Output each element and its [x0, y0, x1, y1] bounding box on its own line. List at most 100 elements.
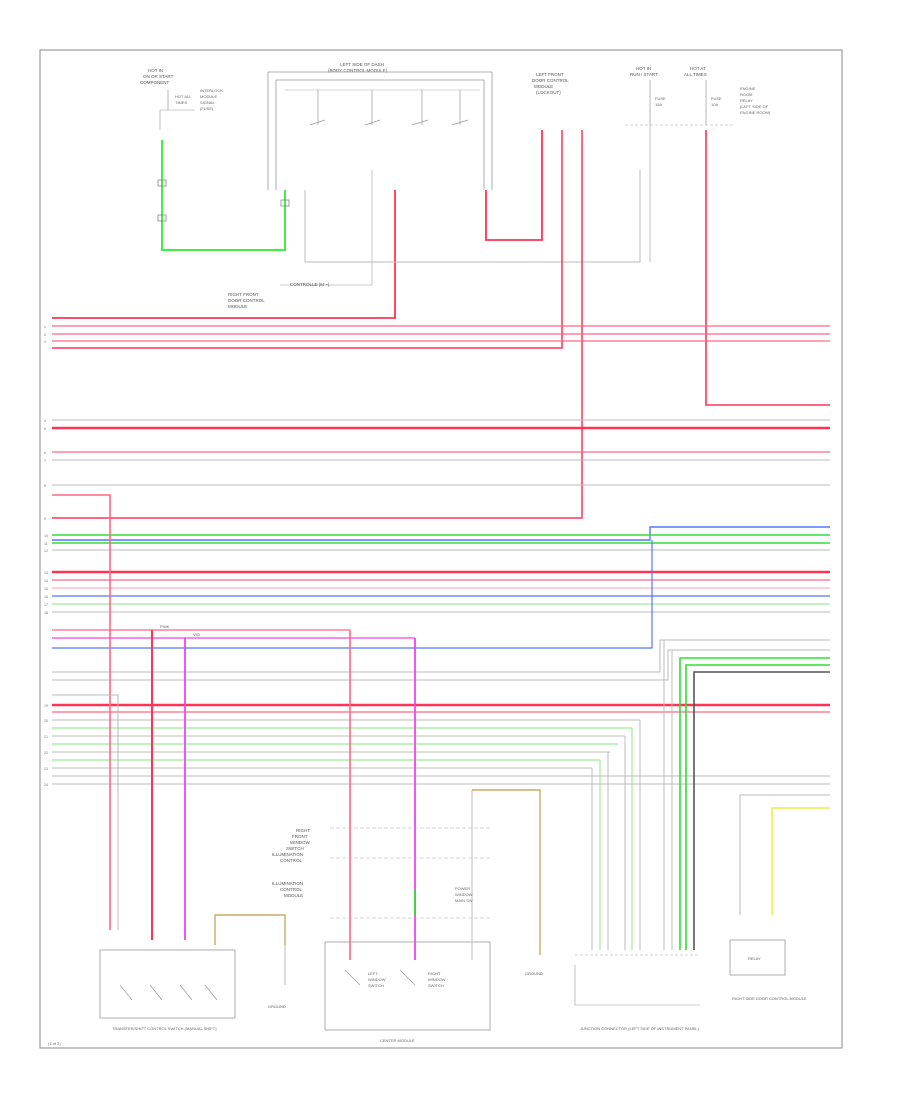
svg-text:15: 15	[44, 587, 48, 591]
svg-text:RUN / START: RUN / START	[630, 72, 658, 77]
wire-red-rc-3	[52, 130, 583, 519]
top-right-fuses: HOT IN RUN / START HOT AT ALL TIMES FUSE…	[625, 66, 771, 126]
svg-text:(BODY CONTROL MODULE): (BODY CONTROL MODULE)	[328, 68, 388, 73]
svg-text:CONTROLLE (M ~): CONTROLLE (M ~)	[290, 282, 330, 287]
center-module: RIGHT FRONT WINDOW SWITCH ILLUMINATION C…	[272, 827, 491, 1043]
svg-text:RIGHT: RIGHT	[428, 971, 441, 976]
wire-gray-center-left	[304, 170, 641, 263]
svg-text:SIGNAL: SIGNAL	[200, 100, 215, 105]
svg-text:POWER: POWER	[455, 886, 470, 891]
svg-text:13: 13	[44, 571, 48, 575]
wire-tan-center	[472, 789, 541, 955]
svg-text:MODULE: MODULE	[200, 94, 217, 99]
svg-text:TIMES: TIMES	[175, 100, 188, 105]
wire-gray-rm	[739, 794, 830, 915]
svg-text:2: 2	[44, 333, 46, 337]
svg-text:FRONT: FRONT	[292, 834, 308, 839]
center-module-label: CENTER MODULE	[380, 1038, 415, 1043]
svg-text:22: 22	[44, 751, 48, 755]
svg-text:20: 20	[44, 719, 48, 723]
svg-text:DOOR CONTROL: DOOR CONTROL	[532, 78, 569, 83]
svg-text:HOT IN: HOT IN	[636, 66, 651, 71]
transfer-switch: TRANSFER/SHIFT CONTROL SWITCH (MANUAL SH…	[99, 949, 236, 1031]
svg-text:9: 9	[44, 517, 46, 521]
svg-text:SWITCH: SWITCH	[368, 983, 384, 988]
wire-red-center-drop	[52, 190, 396, 319]
svg-text:12: 12	[44, 549, 48, 553]
svg-text:DOOR CONTROL: DOOR CONTROL	[228, 298, 265, 303]
diagram-frame	[39, 49, 843, 1049]
junction-block: JUNCTION CONNECTOR (LEFT SIDE OF INSTRUM…	[574, 954, 700, 1031]
svg-text:WINDOW: WINDOW	[368, 977, 386, 982]
svg-text:10A: 10A	[711, 102, 718, 107]
svg-text:7: 7	[44, 459, 46, 463]
svg-text:CONTROL: CONTROL	[280, 858, 302, 863]
svg-text:WINDOW: WINDOW	[455, 892, 473, 897]
svg-text:SWITCH: SWITCH	[428, 983, 444, 988]
svg-text:FUSE: FUSE	[655, 96, 666, 101]
svg-text:(LOCKOUT): (LOCKOUT)	[536, 90, 561, 95]
wire-red-rc-2	[52, 130, 563, 349]
svg-text:HOT ALL: HOT ALL	[175, 94, 192, 99]
svg-text:MODULE: MODULE	[228, 304, 247, 309]
svg-text:CONTROL: CONTROL	[280, 887, 302, 892]
wire-green-top-left	[161, 140, 286, 251]
transfer-switch-label: TRANSFER/SHIFT CONTROL SWITCH (MANUAL SH…	[112, 1026, 217, 1031]
junction-block-label: JUNCTION CONNECTOR (LEFT SIDE OF INSTRUM…	[580, 1026, 699, 1031]
svg-text:(FUSE): (FUSE)	[200, 106, 214, 111]
right-module-label: RIGHT SIDE DOOR CONTROL MODULE	[732, 996, 807, 1001]
svg-text:PINK: PINK	[160, 624, 170, 629]
svg-text:18: 18	[44, 611, 48, 615]
ground-left-label: GROUND	[268, 1004, 286, 1009]
top-left-component: HOT IN ON OR START COMPONENT HOT ALL TIM…	[140, 68, 223, 130]
svg-text:4: 4	[44, 419, 46, 423]
svg-text:5: 5	[44, 427, 46, 431]
svg-text:LEFT FRONT: LEFT FRONT	[536, 72, 564, 77]
svg-text:INTERLOCK: INTERLOCK	[200, 88, 223, 93]
svg-text:19: 19	[44, 704, 48, 708]
svg-text:17: 17	[44, 603, 48, 607]
wire-red-rc-1	[485, 130, 543, 241]
svg-text:RELAY: RELAY	[740, 98, 753, 103]
svg-text:ON OR START: ON OR START	[143, 74, 174, 79]
svg-text:3: 3	[44, 340, 46, 344]
svg-text:10: 10	[44, 534, 48, 538]
svg-text:ROOM: ROOM	[740, 92, 752, 97]
svg-text:ENGINE: ENGINE	[740, 86, 756, 91]
svg-text:ENGINE ROOM): ENGINE ROOM)	[740, 110, 771, 115]
right-module: RELAY RIGHT SIDE DOOR CONTROL MODULE	[729, 939, 807, 1001]
svg-text:ILLUMINATION: ILLUMINATION	[272, 852, 303, 857]
wire-yellow-rm	[771, 807, 830, 915]
svg-text:FUSE: FUSE	[711, 96, 722, 101]
svg-text:LEFT: LEFT	[368, 971, 378, 976]
svg-text:24: 24	[44, 783, 48, 787]
bus-wires	[52, 325, 830, 785]
svg-text:WINDOW: WINDOW	[428, 977, 446, 982]
svg-text:1: 1	[44, 325, 46, 329]
svg-text:ALL TIMES: ALL TIMES	[684, 72, 707, 77]
svg-text:COMPONENT: COMPONENT	[140, 80, 170, 85]
wire-tan-left	[214, 914, 286, 945]
svg-text:LEFT SIDE OF DASH: LEFT SIDE OF DASH	[340, 62, 384, 67]
svg-text:8: 8	[44, 484, 46, 488]
bottom-left-note: (1 of 2)	[48, 1041, 61, 1046]
svg-text:11: 11	[44, 542, 48, 546]
svg-text:MODULE: MODULE	[534, 84, 553, 89]
top-right-center-block: LEFT FRONT DOOR CONTROL MODULE (LOCKOUT)	[532, 72, 569, 95]
svg-text:VIO: VIO	[193, 632, 200, 637]
svg-text:MODULE: MODULE	[284, 893, 303, 898]
left-lower-feeds: PINK VIO	[52, 494, 416, 960]
svg-text:6: 6	[44, 451, 46, 455]
junction-feeds	[591, 640, 830, 950]
svg-text:ILLUMINATION: ILLUMINATION	[272, 881, 303, 886]
top-center-module: LEFT SIDE OF DASH (BODY CONTROL MODULE)	[267, 62, 493, 190]
relay-label: RELAY	[748, 956, 761, 961]
svg-text:WINDOW: WINDOW	[290, 840, 310, 845]
wire-gray-center-2	[280, 170, 373, 286]
svg-text:16: 16	[44, 595, 48, 599]
ground-center-label: GROUND	[525, 971, 543, 976]
svg-text:RIGHT: RIGHT	[296, 828, 310, 833]
svg-text:SWITCH: SWITCH	[286, 846, 304, 851]
